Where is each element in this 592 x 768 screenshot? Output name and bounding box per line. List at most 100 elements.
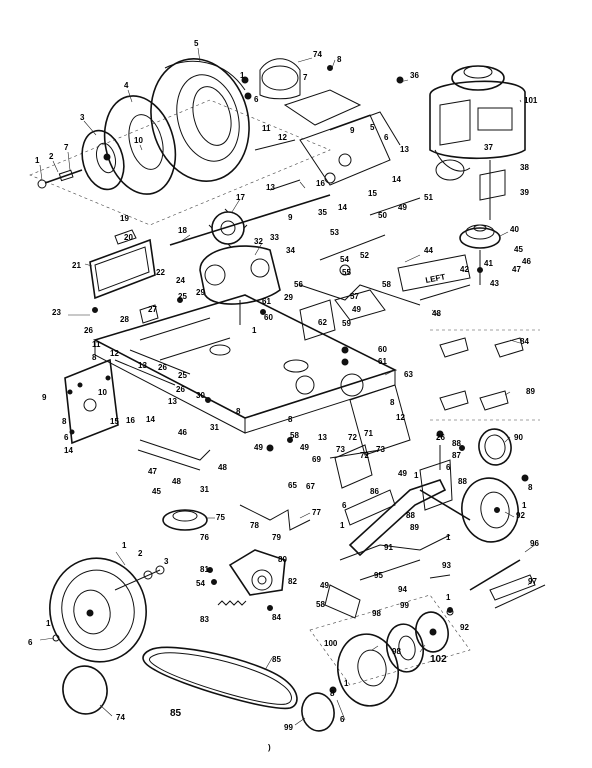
callout-10b: 10 xyxy=(98,388,107,397)
callout-44: 44 xyxy=(424,246,433,255)
callout-13e: 13 xyxy=(318,433,327,442)
rear-wheel-assembly xyxy=(29,58,331,226)
callout-102: 102 xyxy=(430,654,447,665)
callout-8g: 8 xyxy=(528,483,533,492)
callout-36: 36 xyxy=(410,71,419,80)
callout-34: 34 xyxy=(286,246,295,255)
callout-1h: 1 xyxy=(446,593,451,602)
callout-29b: 29 xyxy=(284,293,293,302)
callout-8h: 8 xyxy=(330,689,335,698)
callout-62: 62 xyxy=(318,318,327,327)
callout-1f: 1 xyxy=(340,521,345,530)
callout-6b: 6 xyxy=(384,133,389,142)
callout-100: 100 xyxy=(324,639,338,648)
callout-1e: 1 xyxy=(522,501,527,510)
callout-65: 65 xyxy=(288,481,297,490)
callout-1: 1 xyxy=(35,156,40,165)
callout-79: 79 xyxy=(272,533,281,542)
callout-33: 33 xyxy=(270,233,279,242)
callout-51: 51 xyxy=(424,193,433,202)
callout-89: 89 xyxy=(526,387,535,396)
callout-88b: 88 xyxy=(458,477,467,486)
callout-14c: 14 xyxy=(146,415,155,424)
callout-98b: 98 xyxy=(392,647,401,656)
callout-78: 78 xyxy=(250,521,259,530)
callout-69: 69 xyxy=(312,455,321,464)
callout-3b: 3 xyxy=(164,557,169,566)
callout-52: 52 xyxy=(360,251,369,260)
callout-97: 97 xyxy=(528,577,537,586)
callout-2: 2 xyxy=(49,152,54,161)
callout-59: 59 xyxy=(342,319,351,328)
callout-16: 16 xyxy=(316,179,325,188)
callout-11b: 11 xyxy=(92,340,101,349)
callout-83: 83 xyxy=(200,615,209,624)
callout-40: 40 xyxy=(510,225,519,234)
callout-72b: 72 xyxy=(360,451,369,460)
callout-38: 38 xyxy=(520,163,529,172)
callout-19: 19 xyxy=(120,214,129,223)
callout-5b: 5 xyxy=(370,123,375,132)
callout-21: 21 xyxy=(72,261,81,270)
callout-31b: 31 xyxy=(200,485,209,494)
callout-73b: 73 xyxy=(376,445,385,454)
callout-49: 49 xyxy=(398,203,407,212)
callout-35: 35 xyxy=(318,208,327,217)
callout-1d: 1 xyxy=(414,471,419,480)
callout-12c: 12 xyxy=(396,413,405,422)
callout-50: 50 xyxy=(378,211,387,220)
callout-61: 61 xyxy=(262,297,271,306)
callout-49b: 49 xyxy=(352,305,361,314)
callout-14d: 14 xyxy=(64,446,73,455)
callout-9c: 9 xyxy=(42,393,47,402)
callout-2b: 2 xyxy=(138,549,143,558)
callout-3: 3 xyxy=(80,113,85,122)
callout-54b: 54 xyxy=(196,579,205,588)
callout-26b: 26 xyxy=(158,363,167,372)
callout-57: 57 xyxy=(350,292,359,301)
callout-16b: 16 xyxy=(126,416,135,425)
callout-58c: 58 xyxy=(316,600,325,609)
callout-76: 76 xyxy=(200,533,209,542)
callout-6c: 6 xyxy=(64,433,69,442)
callout-89b: 89 xyxy=(410,523,419,532)
callout-48b: 48 xyxy=(218,463,227,472)
callout-10: 10 xyxy=(134,136,143,145)
callout-1c: 1 xyxy=(252,326,257,335)
callout-46: 46 xyxy=(522,257,531,266)
callout-61b: 61 xyxy=(378,357,387,366)
callout-88c: 88 xyxy=(406,511,415,520)
callout-88: 88 xyxy=(452,439,461,448)
callout-26: 26 xyxy=(84,326,93,335)
hitch-bracket-group xyxy=(254,58,401,191)
callout-93: 93 xyxy=(442,561,451,570)
callout-39: 39 xyxy=(520,188,529,197)
callout-37: 37 xyxy=(484,143,493,152)
linkage-group: LEFT xyxy=(299,197,540,421)
side-panels xyxy=(64,229,156,445)
callout-26c: 26 xyxy=(176,385,185,394)
callout-8f: 8 xyxy=(288,415,293,424)
callout-94: 94 xyxy=(398,585,407,594)
callout-15: 15 xyxy=(368,189,377,198)
callout-53: 53 xyxy=(330,228,339,237)
callout-32: 32 xyxy=(254,237,263,246)
callout-6: 6 xyxy=(254,95,259,104)
callout-92b: 92 xyxy=(460,623,469,632)
callout-84b: 84 xyxy=(272,613,281,622)
callout-25b: 25 xyxy=(178,371,187,380)
callout-5: 5 xyxy=(194,39,199,48)
callout-96: 96 xyxy=(530,539,539,548)
front-axle-assembly xyxy=(324,444,546,619)
callout-14b: 14 xyxy=(338,203,347,212)
callout-13c: 13 xyxy=(138,361,147,370)
callout-99b: 99 xyxy=(284,723,293,732)
callout-54: 54 xyxy=(340,255,349,264)
callout-1j: 1 xyxy=(46,619,51,628)
engine-assembly xyxy=(429,65,526,285)
callout-90: 90 xyxy=(514,433,523,442)
callout-27: 27 xyxy=(148,305,157,314)
callout-45: 45 xyxy=(514,245,523,254)
callout-11: 11 xyxy=(262,124,271,133)
